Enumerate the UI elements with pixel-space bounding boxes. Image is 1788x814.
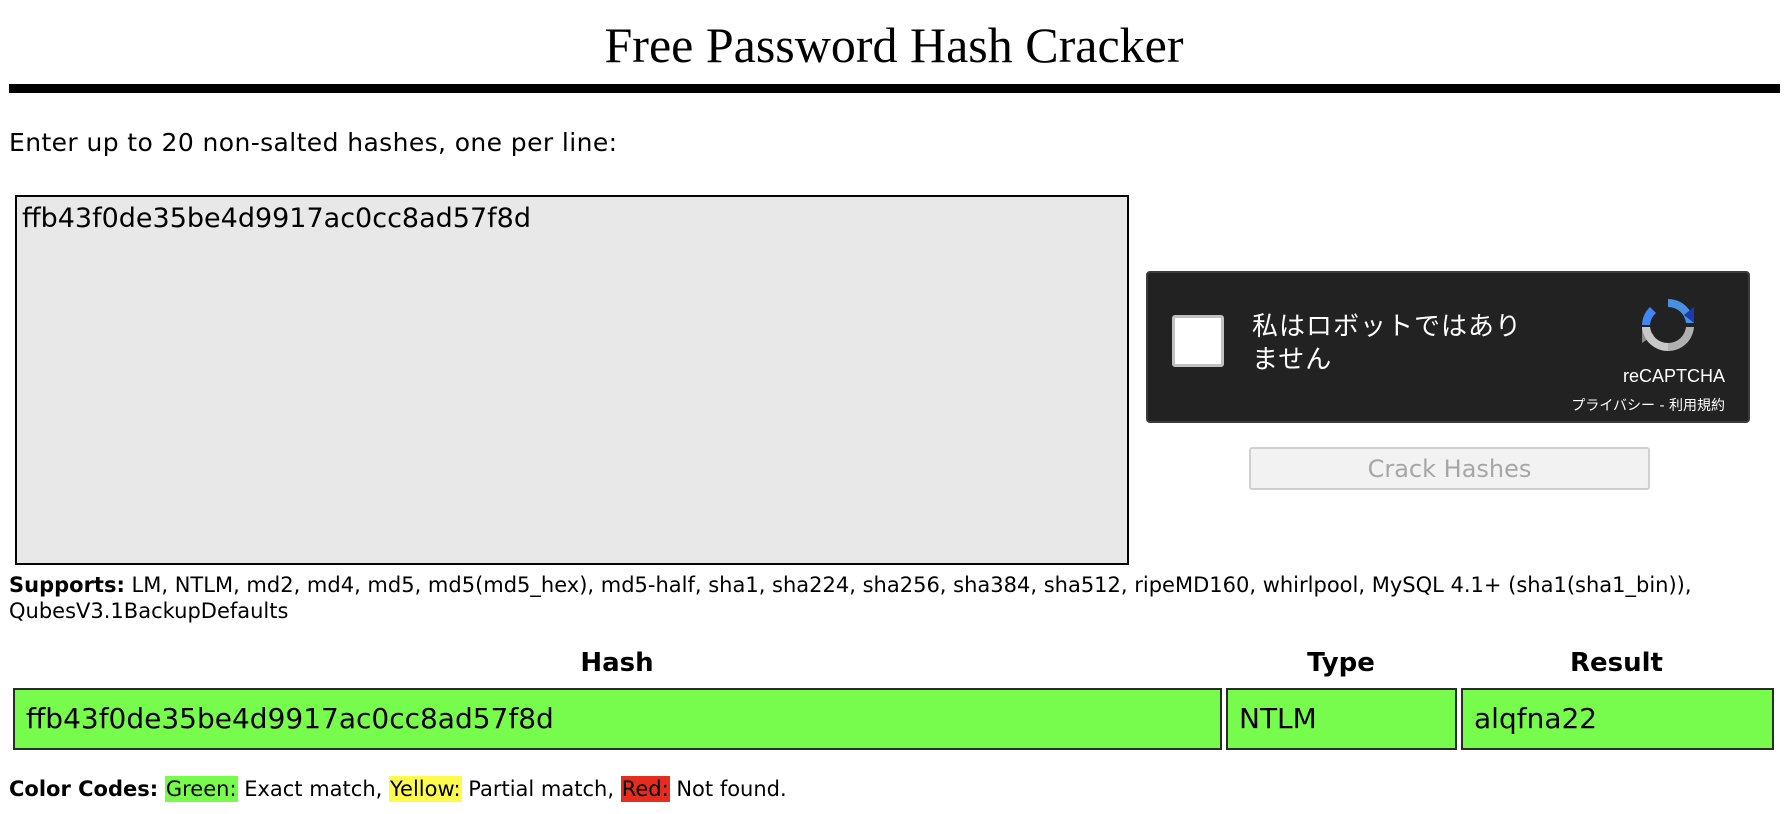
page-title: Free Password Hash Cracker bbox=[604, 17, 1184, 73]
legend-yellow-text: Partial match, bbox=[461, 777, 621, 801]
result-cell-type: NTLM bbox=[1226, 688, 1457, 750]
legend-green-label: Green: bbox=[164, 776, 238, 802]
result-cell-hash: ffb43f0de35be4d9917ac0cc8ad57f8d bbox=[13, 688, 1222, 750]
recaptcha-privacy-terms-links[interactable]: プライバシー - 利用規約 bbox=[1571, 398, 1725, 414]
legend-green-text: Exact match, bbox=[237, 777, 389, 801]
column-header-hash: Hash bbox=[580, 648, 654, 678]
column-header-result: Result bbox=[1570, 648, 1663, 678]
result-cell-result: alqfna22 bbox=[1461, 688, 1774, 750]
recaptcha-label: 私はロボットではありません bbox=[1252, 312, 1523, 375]
color-codes-legend: Color Codes: Green: Exact match, Yellow:… bbox=[9, 776, 787, 803]
color-codes-label: Color Codes: bbox=[9, 777, 159, 801]
supports-label: Supports: bbox=[9, 573, 125, 597]
legend-red-text: Not found. bbox=[669, 777, 787, 801]
column-header-type: Type bbox=[1307, 648, 1375, 678]
instructions-text: Enter up to 20 non-salted hashes, one pe… bbox=[9, 128, 618, 157]
legend-red-label: Red: bbox=[620, 776, 670, 802]
recaptcha-widget: 私はロボットではありません reCAPTCHA プライバシー - 利用規約 bbox=[1146, 271, 1750, 423]
supported-algorithms: Supports: LM, NTLM, md2, md4, md5, md5(m… bbox=[9, 572, 1779, 624]
supports-list: LM, NTLM, md2, md4, md5, md5(md5_hex), m… bbox=[9, 573, 1692, 623]
recaptcha-brand: reCAPTCHA bbox=[1622, 366, 1725, 386]
crack-hashes-button[interactable]: Crack Hashes bbox=[1249, 447, 1650, 490]
title-divider bbox=[9, 84, 1780, 93]
recaptcha-checkbox[interactable] bbox=[1172, 315, 1224, 367]
recaptcha-logo-icon bbox=[1642, 298, 1694, 352]
legend-yellow-label: Yellow: bbox=[388, 776, 462, 802]
hash-input[interactable]: ffb43f0de35be4d9917ac0cc8ad57f8d bbox=[15, 195, 1129, 565]
